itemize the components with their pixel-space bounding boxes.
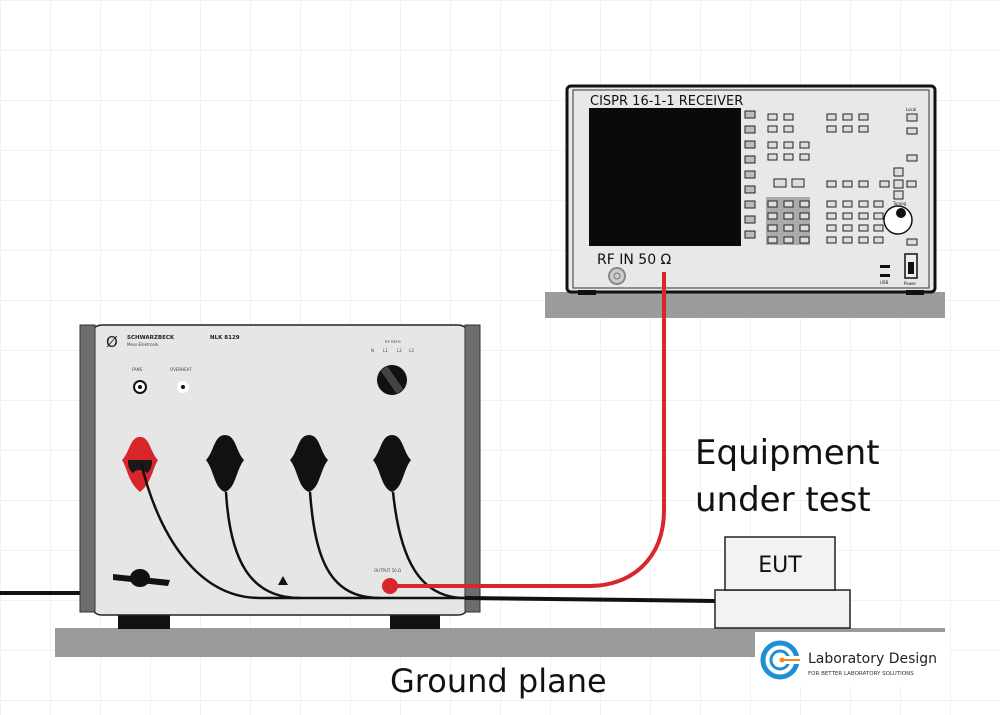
rf-in-label: RF IN 50 Ω xyxy=(597,252,672,268)
socket-l3[interactable] xyxy=(373,435,411,492)
eut-caption-line2: under test xyxy=(695,480,871,520)
rf-path-l1: L1 xyxy=(383,348,388,353)
rf-path-n: N xyxy=(371,348,374,353)
usb-port-icon xyxy=(880,265,890,268)
rf-path-l3: L3 xyxy=(409,348,414,353)
eut-power-cable xyxy=(464,596,717,603)
tuning-label: Tuning xyxy=(892,201,907,206)
lisn-model: NLK 8129 xyxy=(210,335,240,341)
keypad-buttons xyxy=(767,113,918,246)
fans-label: FANS xyxy=(132,367,143,372)
socket-n[interactable] xyxy=(206,435,244,492)
local-label: Local xyxy=(906,107,916,112)
logo-name: Laboratory Design xyxy=(808,651,937,667)
power-label: Power xyxy=(904,281,916,286)
rf-path-label: RF PATH xyxy=(385,339,401,344)
receiver-shelf xyxy=(545,292,945,318)
eut-caption-line1: Equipment xyxy=(695,433,880,473)
usb-label: USB xyxy=(880,280,888,285)
softkeys xyxy=(744,110,756,239)
receiver-screen xyxy=(589,108,741,246)
logo-tagline: FOR BETTER LABORATORY SOLUTIONS xyxy=(808,671,914,677)
lisn-logo-icon: Ø xyxy=(106,333,118,351)
lisn-leads xyxy=(139,462,466,600)
cispr-receiver: CISPR 16-1-1 RECEIVER xyxy=(565,84,937,295)
rf-coax-cable xyxy=(390,272,666,588)
receiver-title: CISPR 16-1-1 RECEIVER xyxy=(590,94,743,109)
warning-icon xyxy=(278,576,288,585)
socket-l2[interactable] xyxy=(290,435,328,492)
lisn-brand-sub: Mess-Elektronik xyxy=(127,342,159,347)
eut: EUT xyxy=(714,536,851,629)
lisn-brand: SCHWARZBECK xyxy=(127,335,175,341)
overheat-label: OVERHEAT xyxy=(170,367,192,372)
output-label: OUTPUT 50 Ω xyxy=(374,568,401,573)
laboratory-design-logo: Laboratory Design FOR BETTER LABORATORY … xyxy=(755,632,950,687)
earth-lever[interactable] xyxy=(113,569,170,587)
rf-in-connector[interactable] xyxy=(608,267,626,285)
rf-path-l2: L2 xyxy=(397,348,402,353)
eut-box-label: EUT xyxy=(758,553,802,578)
lisn-nlk-8129: Ø SCHWARZBECK Mess-Elektronik NLK 8129 F… xyxy=(79,324,481,629)
ground-plane-label: Ground plane xyxy=(390,662,607,700)
